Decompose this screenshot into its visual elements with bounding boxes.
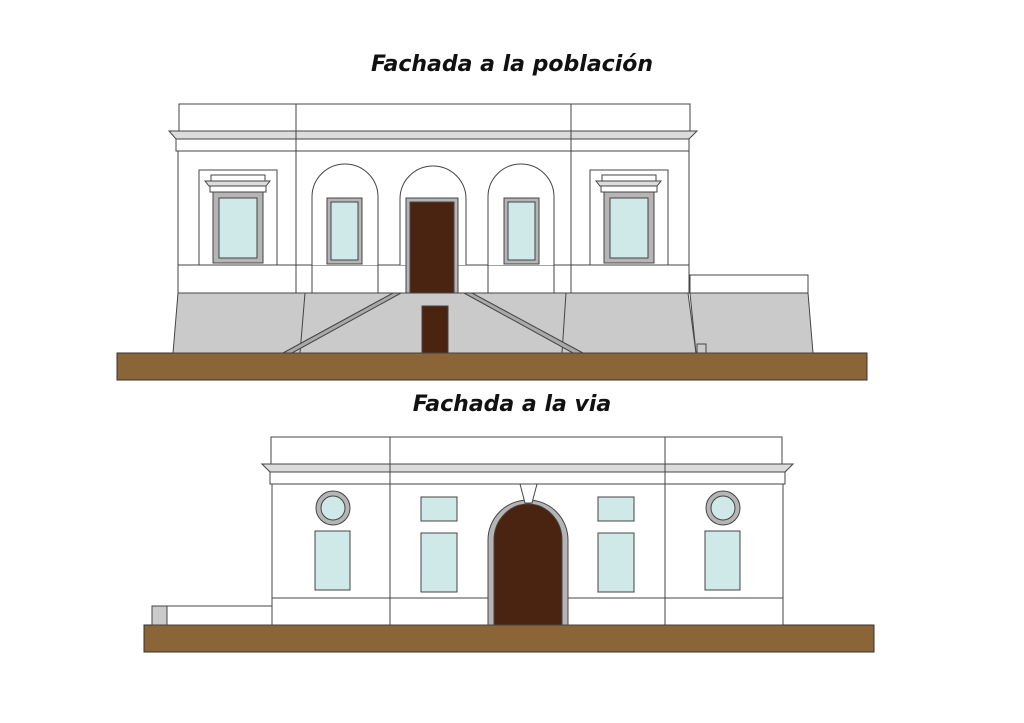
stair-rail-right — [463, 292, 584, 354]
center-right-small-window — [597, 496, 635, 522]
stair-rail-left — [282, 292, 402, 354]
keystone — [519, 483, 538, 504]
left-small-block — [151, 605, 168, 626]
center-right-tall-window — [597, 532, 635, 593]
bottom-door — [493, 503, 563, 626]
oculus-left-glass — [320, 495, 346, 521]
top-facade — [116, 103, 868, 381]
bottom-cornice-band — [269, 471, 786, 485]
bottom-ground — [143, 624, 875, 653]
right-wing-plinth — [689, 292, 814, 354]
right-wing-wall — [689, 274, 809, 294]
bottom-cornice — [260, 463, 795, 473]
left-window-lintel — [210, 174, 266, 182]
right-window-pediment — [594, 180, 663, 187]
center-left-small-window — [420, 496, 458, 522]
bottom-left-window — [314, 530, 351, 591]
oculus-right-glass — [710, 495, 736, 521]
bottom-right-window — [704, 530, 741, 591]
lower-door — [421, 305, 449, 354]
right-window-lintel — [601, 174, 657, 182]
left-wing-wall — [166, 605, 273, 626]
top-attic-center — [295, 103, 572, 132]
top-attic-left — [178, 103, 297, 132]
left-window-pediment — [203, 180, 272, 187]
top-cornice — [167, 130, 699, 140]
bottom-facade — [143, 436, 875, 653]
center-left-tall-window — [420, 532, 458, 593]
arch-right-window-glass — [507, 201, 536, 261]
bottom-attic-left — [270, 436, 391, 465]
bottom-attic-center — [389, 436, 666, 465]
top-facade-title: Fachada a la población — [370, 52, 654, 77]
bottom-facade-title: Fachada a la via — [412, 392, 612, 417]
right-window-glass — [609, 197, 649, 259]
bottom-attic-right — [664, 436, 783, 465]
left-window-glass — [218, 197, 258, 259]
top-ground — [116, 352, 868, 381]
arch-left-window-glass — [330, 201, 359, 261]
small-block — [696, 343, 707, 354]
top-door — [409, 201, 455, 294]
top-cornice-band — [175, 138, 690, 152]
top-attic-right — [570, 103, 691, 132]
